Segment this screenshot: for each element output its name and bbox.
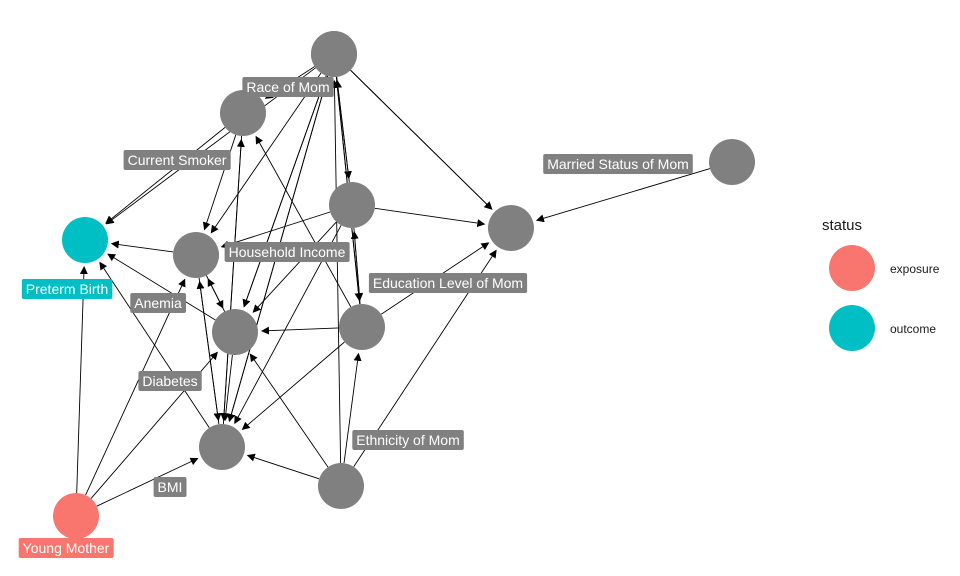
node-ethnicity [318, 463, 364, 509]
label-race: Race of Mom [242, 77, 334, 97]
node-smoker [220, 90, 266, 136]
label-text-race: Race of Mom [246, 79, 329, 95]
label-text-ethnicity: Ethnicity of Mom [356, 432, 459, 448]
label-box-education [368, 273, 528, 293]
legend-item-outcome: outcome [829, 305, 936, 351]
edge-hh_income-to-diabetes [252, 221, 337, 313]
edge-diabetes-to-bmi [221, 354, 233, 422]
label-ethnicity: Ethnicity of Mom [352, 430, 464, 450]
label-hh_income: Household Income [224, 242, 350, 262]
label-text-education: Education Level of Mom [373, 275, 523, 291]
edge-ethnicity-to-race [330, 80, 342, 464]
label-text-bmi: BMI [158, 479, 183, 495]
label-text-anemia: Anemia [134, 295, 182, 311]
label-box-ethnicity [352, 430, 464, 450]
label-text-married: Married Status of Mom [547, 156, 689, 172]
legend-label-outcome: outcome [890, 322, 936, 336]
edge-smoker-to-anemia [202, 134, 237, 231]
edge-bmi-to-smoker [222, 138, 245, 425]
legend-swatch-exposure [829, 245, 875, 291]
label-smoker: Current Smoker [123, 150, 231, 170]
edge-married-to-right_mid [535, 168, 711, 223]
edge-young-to-anemia [85, 278, 186, 496]
nodes-layer [53, 31, 755, 539]
node-married [709, 139, 755, 185]
label-married: Married Status of Mom [543, 154, 693, 174]
edge-ethnicity-to-bmi [246, 453, 320, 480]
node-race [311, 31, 357, 77]
edge-anemia-to-preterm [110, 240, 174, 253]
edge-hh_income-to-right_mid [374, 207, 486, 228]
edge-bmi-to-anemia [196, 280, 220, 425]
edges-layer [76, 66, 711, 507]
label-box-anemia [130, 293, 186, 313]
label-anemia: Anemia [130, 293, 186, 313]
label-bmi: BMI [153, 477, 187, 497]
legend-swatch-outcome [829, 305, 875, 351]
edge-race-to-diabetes [242, 75, 327, 308]
label-young: Young Mother [18, 538, 114, 558]
node-preterm [62, 217, 108, 263]
edge-ethnicity-to-diabetes [249, 353, 329, 468]
label-box-hh_income [224, 242, 350, 262]
edge-young-to-preterm [76, 266, 88, 494]
node-diabetes [212, 309, 258, 355]
label-box-married [543, 154, 693, 174]
edge-race-to-anemia [210, 72, 322, 234]
edge-diabetes-to-anemia [207, 278, 226, 312]
label-preterm: Preterm Birth [21, 279, 113, 299]
edge-smoker-to-preterm [105, 127, 226, 224]
edge-education-to-diabetes [261, 326, 340, 335]
label-box-diabetes [138, 371, 202, 391]
label-text-young: Young Mother [23, 540, 110, 556]
label-box-preterm [21, 279, 113, 299]
edge-education-to-bmi [241, 341, 345, 431]
edge-hh_income-to-anemia [220, 211, 331, 249]
label-text-preterm: Preterm Birth [26, 281, 108, 297]
label-text-smoker: Current Smoker [128, 152, 227, 168]
label-education: Education Level of Mom [368, 273, 528, 293]
legend-label-exposure: exposure [890, 262, 940, 276]
node-anemia [173, 232, 219, 278]
legend-title: status [822, 217, 862, 234]
legend-item-exposure: exposure [829, 245, 940, 291]
label-box-bmi [153, 477, 187, 497]
node-right_mid [488, 205, 534, 251]
edge-education-to-smoker [255, 135, 352, 308]
edge-education-to-hh_income [350, 230, 361, 305]
label-text-diabetes: Diabetes [142, 373, 197, 389]
edge-race-to-right_mid [350, 69, 493, 210]
edge-young-to-bmi [96, 457, 199, 507]
node-hh_income [329, 182, 375, 228]
edge-diabetes-to-preterm [107, 253, 216, 321]
node-young [53, 493, 99, 539]
label-box-young [18, 538, 114, 558]
label-diabetes: Diabetes [138, 371, 202, 391]
node-bmi [199, 424, 245, 470]
label-box-smoker [123, 150, 231, 170]
edge-hh_income-to-race [334, 79, 350, 183]
label-box-race [242, 77, 334, 97]
label-text-hh_income: Household Income [229, 244, 346, 260]
node-education [339, 304, 385, 350]
legend: status exposure outcome [822, 217, 940, 351]
edge-ethnicity-to-education [343, 352, 362, 464]
